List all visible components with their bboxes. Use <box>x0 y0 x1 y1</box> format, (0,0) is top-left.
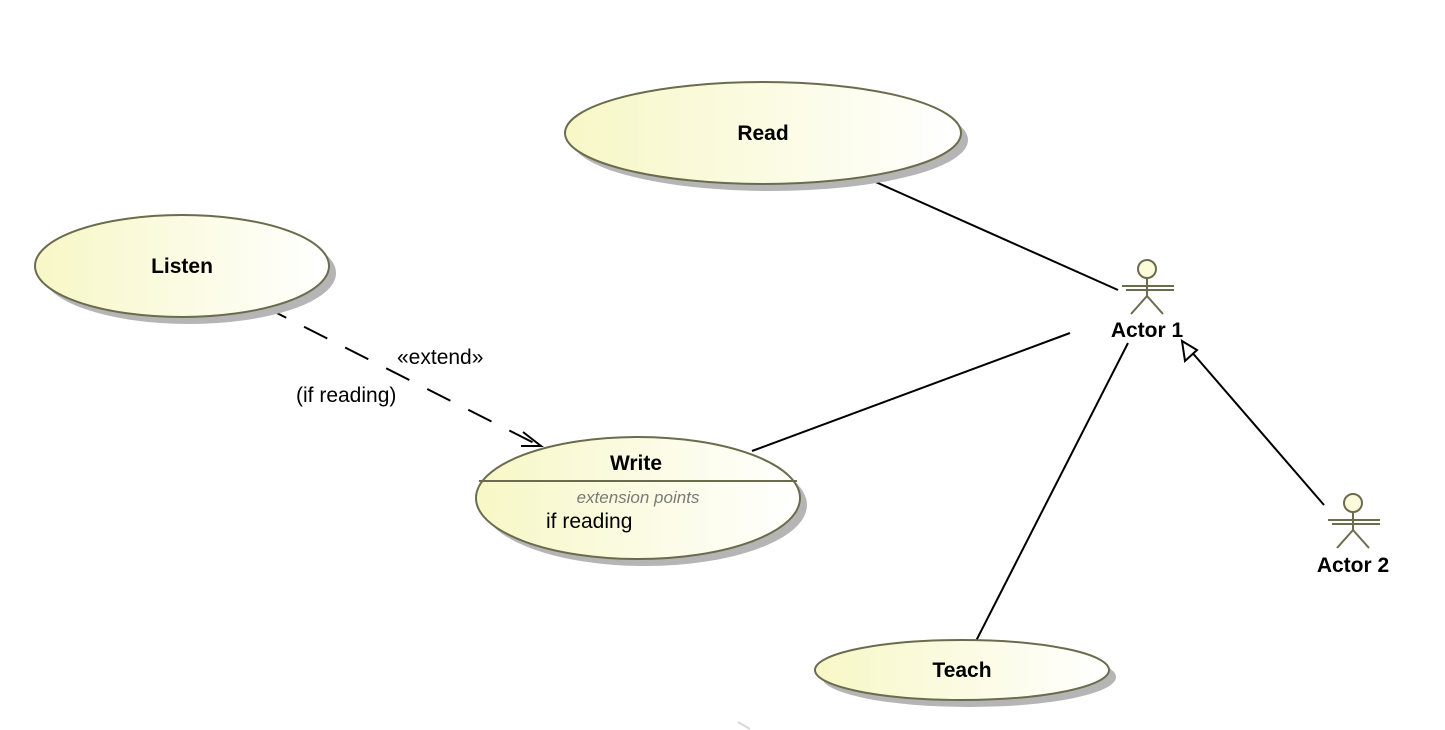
actor-1[interactable]: Actor 1 <box>1111 259 1184 342</box>
association-write-actor1[interactable] <box>751 332 1071 452</box>
actor-1-stick-figure-icon <box>1122 259 1174 315</box>
actor-1-name: Actor 1 <box>1111 319 1184 342</box>
extend-arrowhead <box>521 431 544 447</box>
use-case-teach-name: Teach <box>932 659 991 682</box>
actor-2[interactable]: Actor 2 <box>1317 493 1389 577</box>
extension-point-if-reading: if reading <box>546 510 632 533</box>
extend-stereotype-label: «extend» <box>397 346 483 369</box>
use-case-teach[interactable]: Teach <box>814 639 1116 707</box>
use-case-read[interactable]: Read <box>564 81 968 191</box>
actor-2-name: Actor 2 <box>1317 554 1389 577</box>
generalization-actor2-actor1[interactable] <box>1189 349 1325 506</box>
association-teach-actor1[interactable] <box>975 342 1129 642</box>
use-case-listen-name: Listen <box>151 255 213 278</box>
generalization-arrowhead <box>1180 339 1199 364</box>
use-case-read-name: Read <box>737 122 788 145</box>
actor-2-stick-figure-icon <box>1328 493 1380 549</box>
connectors <box>262 174 1325 642</box>
use-case-write-name: Write <box>610 452 662 475</box>
association-read-actor1[interactable] <box>859 174 1119 291</box>
edge-artifact <box>737 721 751 730</box>
use-case-listen[interactable]: Listen <box>34 214 336 324</box>
extension-points-heading: extension points <box>577 488 700 507</box>
extend-dependency-line[interactable] <box>262 305 539 446</box>
use-case-write[interactable]: Write extension points if reading <box>475 436 807 566</box>
extend-condition-label: (if reading) <box>296 384 396 407</box>
